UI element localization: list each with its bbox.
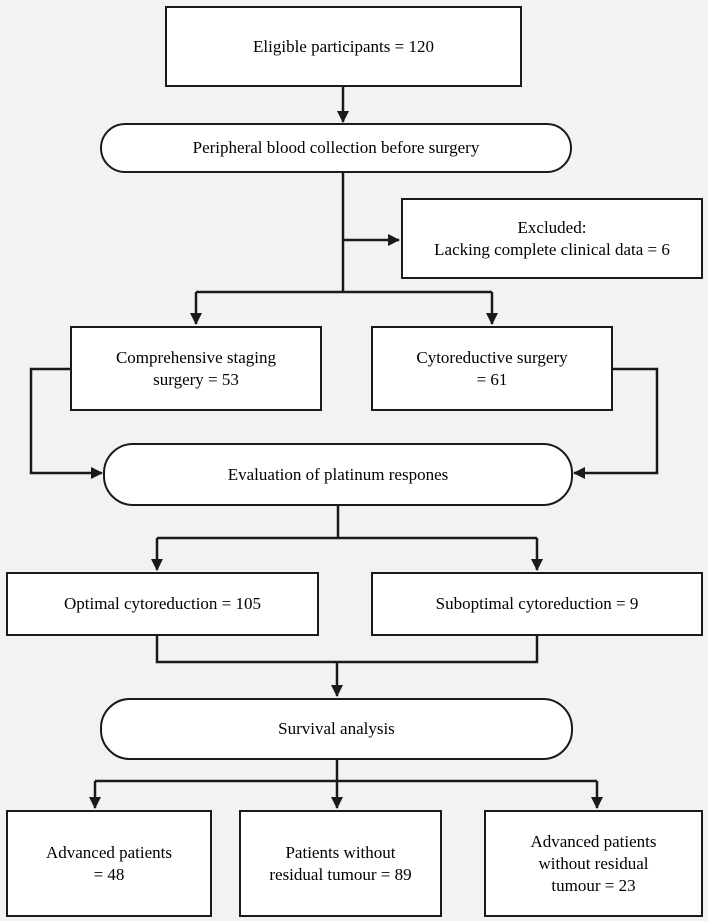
- survival-analysis-box: Survival analysis: [100, 698, 573, 760]
- survival-analysis-text: Survival analysis: [278, 719, 395, 738]
- eligible-participants-text: Eligible participants = 120: [253, 36, 434, 56]
- staging-surgery-text: Comprehensive staging surgery = 53: [115, 347, 277, 389]
- no-residual-tumour-box: Patients without residual tumour = 89: [239, 810, 442, 917]
- cytoreductive-surgery-text: Cytoreductive surgery = 61: [416, 347, 568, 389]
- cytoreductive-surgery-box: Cytoreductive surgery = 61: [371, 326, 613, 411]
- excluded-text: Excluded: Lacking complete clinical data…: [434, 217, 670, 259]
- advanced-no-residual-box: Advanced patients without residual tumou…: [484, 810, 703, 917]
- arrow-cytoreductive-to-platinum: [573, 367, 659, 479]
- excluded-box: Excluded: Lacking complete clinical data…: [401, 198, 703, 279]
- eligible-participants-box: Eligible participants = 120: [165, 6, 522, 87]
- arrow-staging-to-platinum: [29, 367, 103, 479]
- advanced-no-residual-text: Advanced patients without residual tumou…: [530, 831, 657, 895]
- staging-surgery-box: Comprehensive staging surgery = 53: [70, 326, 322, 411]
- advanced-patients-text: Advanced patients = 48: [45, 842, 173, 884]
- advanced-patients-box: Advanced patients = 48: [6, 810, 212, 917]
- optimal-cytoreduction-text: Optimal cytoreduction = 105: [63, 594, 262, 613]
- platinum-evaluation-text: Evaluation of platinum respones: [227, 464, 449, 484]
- blood-collection-box: Peripheral blood collection before surge…: [100, 123, 572, 173]
- platinum-evaluation-box: Evaluation of platinum respones: [103, 443, 573, 506]
- no-residual-tumour-text: Patients without residual tumour = 89: [269, 842, 412, 884]
- blood-collection-text: Peripheral blood collection before surge…: [192, 138, 480, 157]
- suboptimal-cytoreduction-text: Suboptimal cytoreduction = 9: [435, 594, 639, 613]
- suboptimal-cytoreduction-box: Suboptimal cytoreduction = 9: [371, 572, 703, 636]
- optimal-cytoreduction-box: Optimal cytoreduction = 105: [6, 572, 319, 636]
- line-merge: [155, 635, 539, 664]
